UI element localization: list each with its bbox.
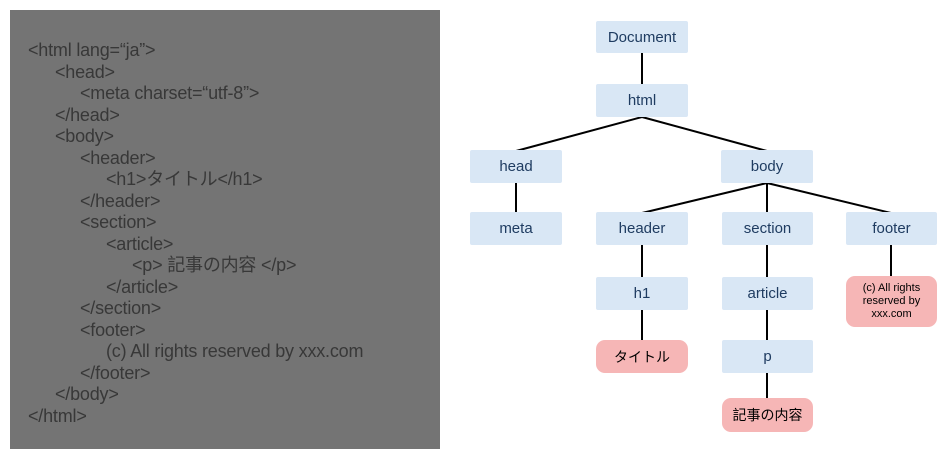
tree-node-footer: footer — [846, 212, 937, 245]
tree-node-h1: h1 — [596, 277, 688, 310]
tree-node-head: head — [470, 150, 562, 183]
tree-node-section: section — [722, 212, 813, 245]
code-line: <footer> — [80, 319, 146, 340]
code-line: <section> — [80, 212, 157, 232]
tree-node-header: header — [596, 212, 688, 245]
code-line: </head> — [55, 104, 120, 125]
code-line: </section> — [80, 298, 162, 318]
code-line: </article> — [106, 276, 179, 297]
code-line: <html lang=“ja”> — [28, 40, 156, 60]
code-line: (c) All rights reserved by xxx.com — [106, 341, 364, 361]
edge-html-head — [515, 116, 643, 152]
code-line: <meta charset=“utf-8”> — [80, 83, 260, 103]
edge-body-footer — [766, 182, 892, 214]
tree-node-content-text: 記事の内容 — [722, 398, 813, 432]
code-line: <head> — [55, 61, 115, 82]
edge-html-body — [641, 116, 768, 152]
tree-node-html: html — [596, 84, 688, 117]
tree-node-title-text: タイトル — [596, 340, 688, 373]
tree-node-footer-text: (c) All rights reserved by xxx.com — [846, 276, 937, 327]
edge-body-header — [641, 182, 768, 214]
code-line: </body> — [55, 384, 119, 404]
code-line: <article> — [106, 233, 174, 254]
tree-node-p: p — [722, 340, 813, 373]
code-line: </footer> — [80, 362, 151, 383]
tree-node-document: Document — [596, 21, 688, 53]
tree-node-meta: meta — [470, 212, 562, 245]
tree-node-article: article — [722, 277, 813, 310]
code-line: <h1>タイトル</h1> — [106, 169, 263, 189]
code-line: <header> — [80, 147, 156, 168]
code-line: </html> — [28, 405, 87, 426]
code-line: <p> 記事の内容 </p> — [132, 255, 297, 275]
code-line: </header> — [80, 190, 161, 211]
html-source-code-panel: <html lang=“ja”> <head> <meta charset=“u… — [10, 10, 440, 449]
code-line: <body> — [55, 126, 114, 146]
tree-node-body: body — [721, 150, 813, 183]
